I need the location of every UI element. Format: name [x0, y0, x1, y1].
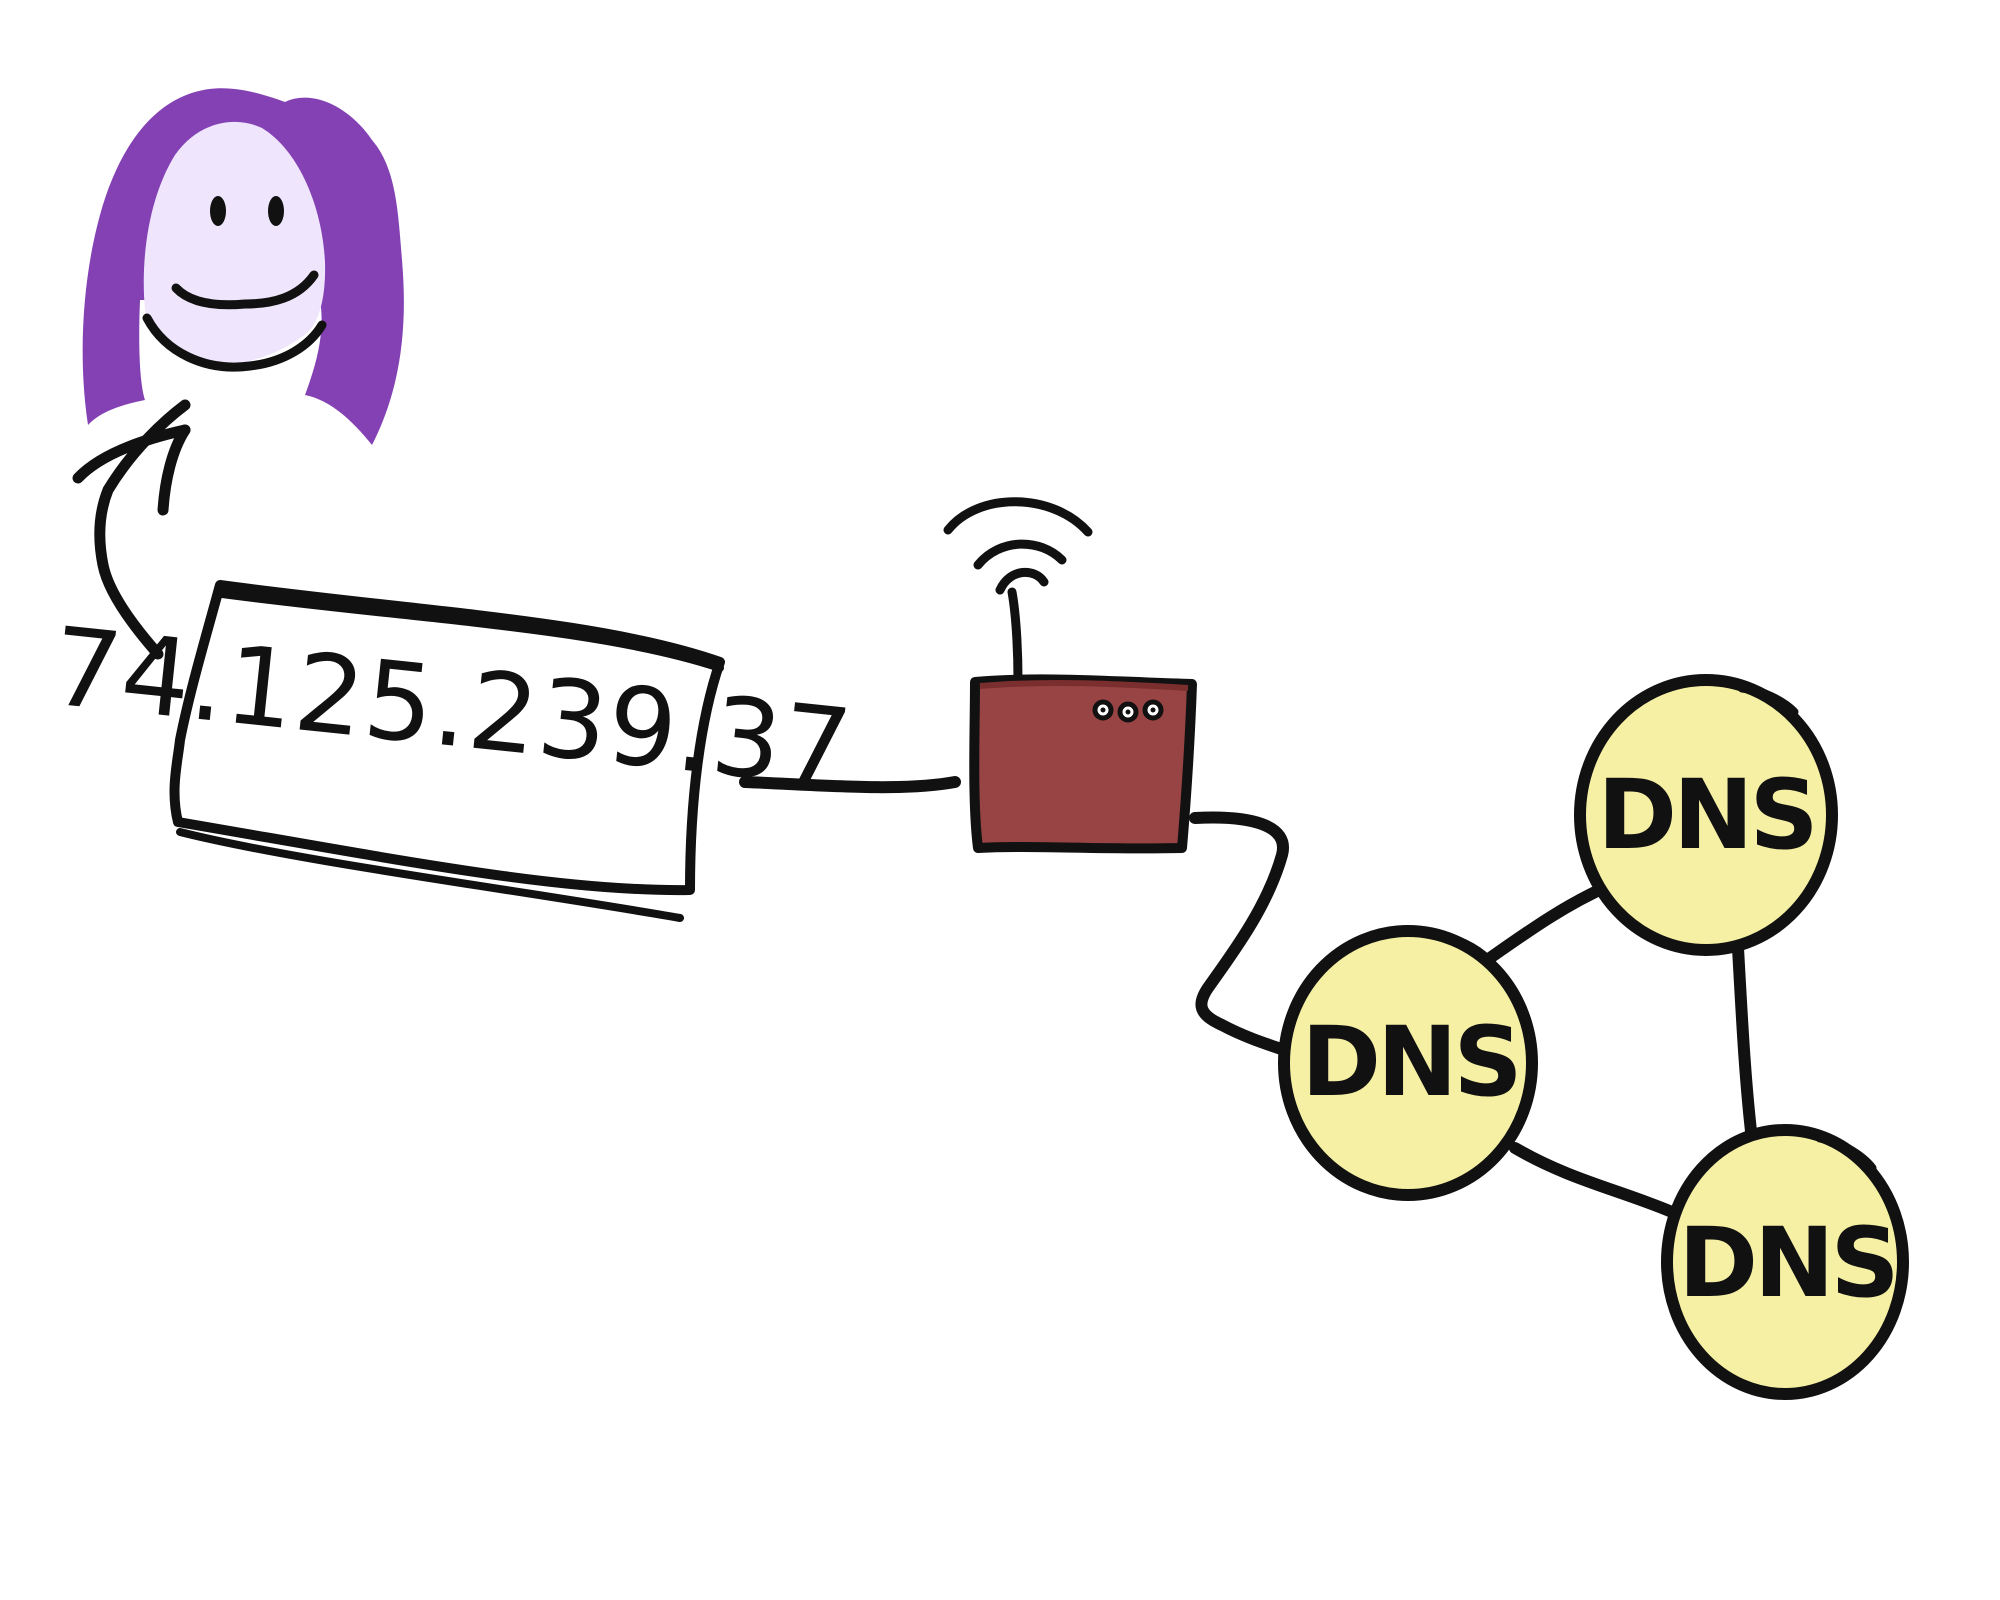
ip-card-top-edge [218, 590, 724, 672]
router-body [969, 674, 1197, 854]
dns-node-left: DNS [1278, 925, 1538, 1201]
router-icon [943, 497, 1197, 854]
router-to-dns-cable [1189, 811, 1304, 1061]
person-left-eye [210, 196, 226, 226]
person-icon [82, 88, 404, 445]
card-to-router-cable [739, 776, 961, 794]
dns-node-top: DNS [1574, 674, 1838, 956]
dns-link-left-top [1484, 879, 1616, 964]
curved-arrow-icon [72, 399, 191, 660]
router-status-lights [1092, 699, 1164, 723]
wifi-signal-icon [943, 497, 1093, 595]
dns-node-bottom: DNS [1661, 1124, 1909, 1400]
ip-address-card: 74.125.239.37 [46, 580, 858, 922]
arrow-head-left [72, 424, 191, 484]
dns-node-bottom-label: DNS [1678, 1207, 1895, 1319]
dns-link-left-bottom [1509, 1142, 1678, 1218]
person-smile [171, 270, 319, 310]
ip-card-bottom-edge [176, 828, 684, 922]
arrow-head-right [157, 424, 191, 516]
person-jaw-line [142, 313, 327, 372]
ip-card-frame [169, 580, 725, 896]
dns-link-top-bottom [1732, 942, 1758, 1146]
ip-address-text: 74.125.239.37 [46, 605, 858, 813]
router-antenna [1007, 587, 1023, 685]
router-top-edge [979, 679, 1189, 691]
person-face [143, 121, 326, 366]
dns-node-top-label: DNS [1597, 759, 1814, 871]
dns-node-left-label: DNS [1301, 1006, 1518, 1118]
person-right-eye [268, 196, 284, 226]
